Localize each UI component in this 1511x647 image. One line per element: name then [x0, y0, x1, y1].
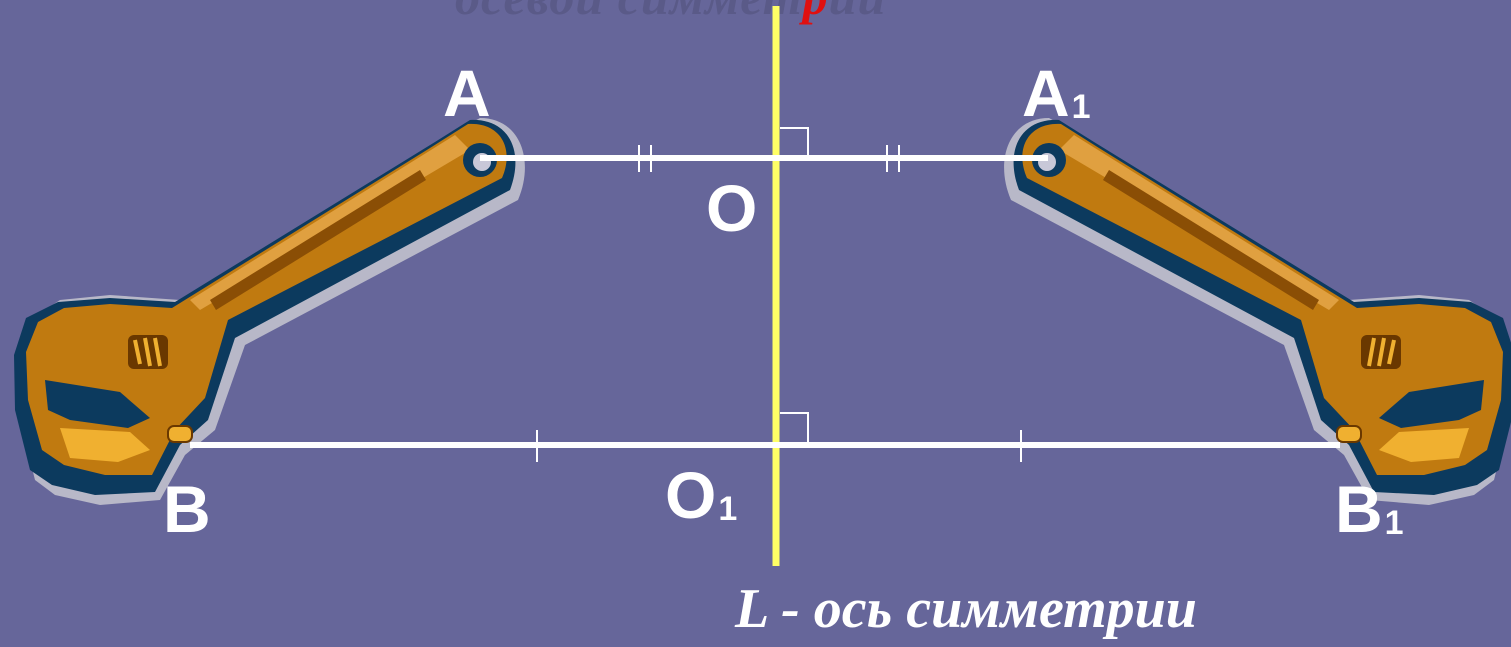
label-point-b1: B1 [1335, 472, 1404, 546]
title-part-2: ии [829, 0, 887, 25]
right-angle-mark-bottom [780, 412, 809, 442]
slide-title-partial: осевой симметрии [455, 0, 886, 26]
single-tick-marks [536, 430, 1022, 462]
right-angle-mark-top [780, 127, 809, 156]
label-point-o: O [706, 171, 758, 245]
label-point-a1: A1 [1022, 56, 1091, 130]
axis-caption: L - ось симметрии [735, 578, 1197, 640]
title-accent-letter: р [803, 0, 829, 25]
label-point-a: A [443, 56, 491, 130]
label-point-b: B [163, 472, 211, 546]
title-part-1: осевой симмет [455, 0, 803, 25]
double-tick-marks [638, 145, 900, 172]
label-point-o1: O1 [665, 458, 738, 532]
